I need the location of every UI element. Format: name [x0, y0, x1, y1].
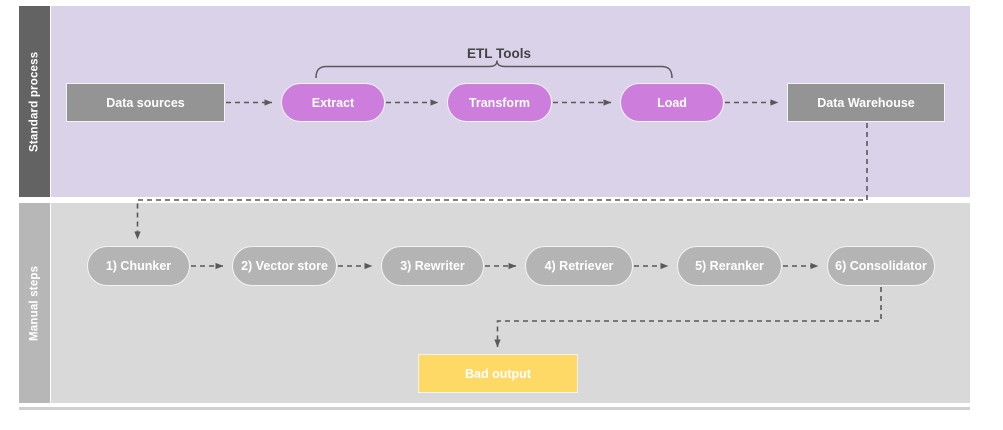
- node-reranker[interactable]: 5) Reranker: [677, 246, 782, 286]
- node-data-warehouse[interactable]: Data Warehouse: [787, 83, 945, 122]
- node-retriever[interactable]: 4) Retriever: [525, 246, 633, 286]
- node-extract[interactable]: Extract: [281, 83, 385, 122]
- node-consolidator[interactable]: 6) Consolidator: [827, 246, 935, 286]
- node-vector-store[interactable]: 2) Vector store: [232, 246, 337, 286]
- footer-divider: [19, 407, 970, 410]
- lane-label-manual-steps: Manual steps: [19, 203, 50, 403]
- node-rewriter[interactable]: 3) Rewriter: [381, 246, 484, 286]
- etl-tools-label: ETL Tools: [467, 45, 531, 61]
- node-transform[interactable]: Transform: [447, 83, 552, 122]
- node-data-sources[interactable]: Data sources: [66, 83, 225, 122]
- node-bad-output[interactable]: Bad output: [418, 354, 578, 393]
- node-chunker[interactable]: 1) Chunker: [87, 246, 190, 286]
- node-load[interactable]: Load: [620, 83, 724, 122]
- lane-label-standard-process: Standard process: [19, 6, 50, 197]
